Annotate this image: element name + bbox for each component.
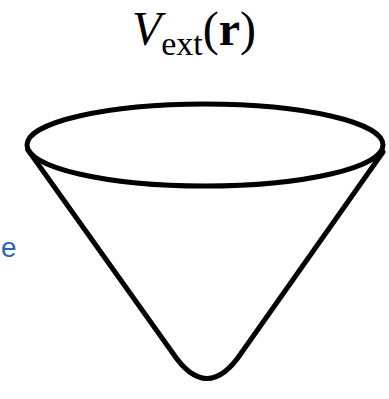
paren: ( — [203, 2, 219, 55]
subscript: ext — [161, 25, 203, 62]
potential-symbol: V — [132, 2, 161, 55]
side-note: e — [1, 232, 17, 264]
funnel-rim — [27, 104, 383, 186]
funnel-body — [28, 150, 383, 379]
cut-text: e — [1, 232, 17, 263]
position-vector: r — [219, 2, 240, 55]
potential-formula: Vext(r) — [132, 0, 256, 65]
paren: ) — [240, 2, 256, 55]
